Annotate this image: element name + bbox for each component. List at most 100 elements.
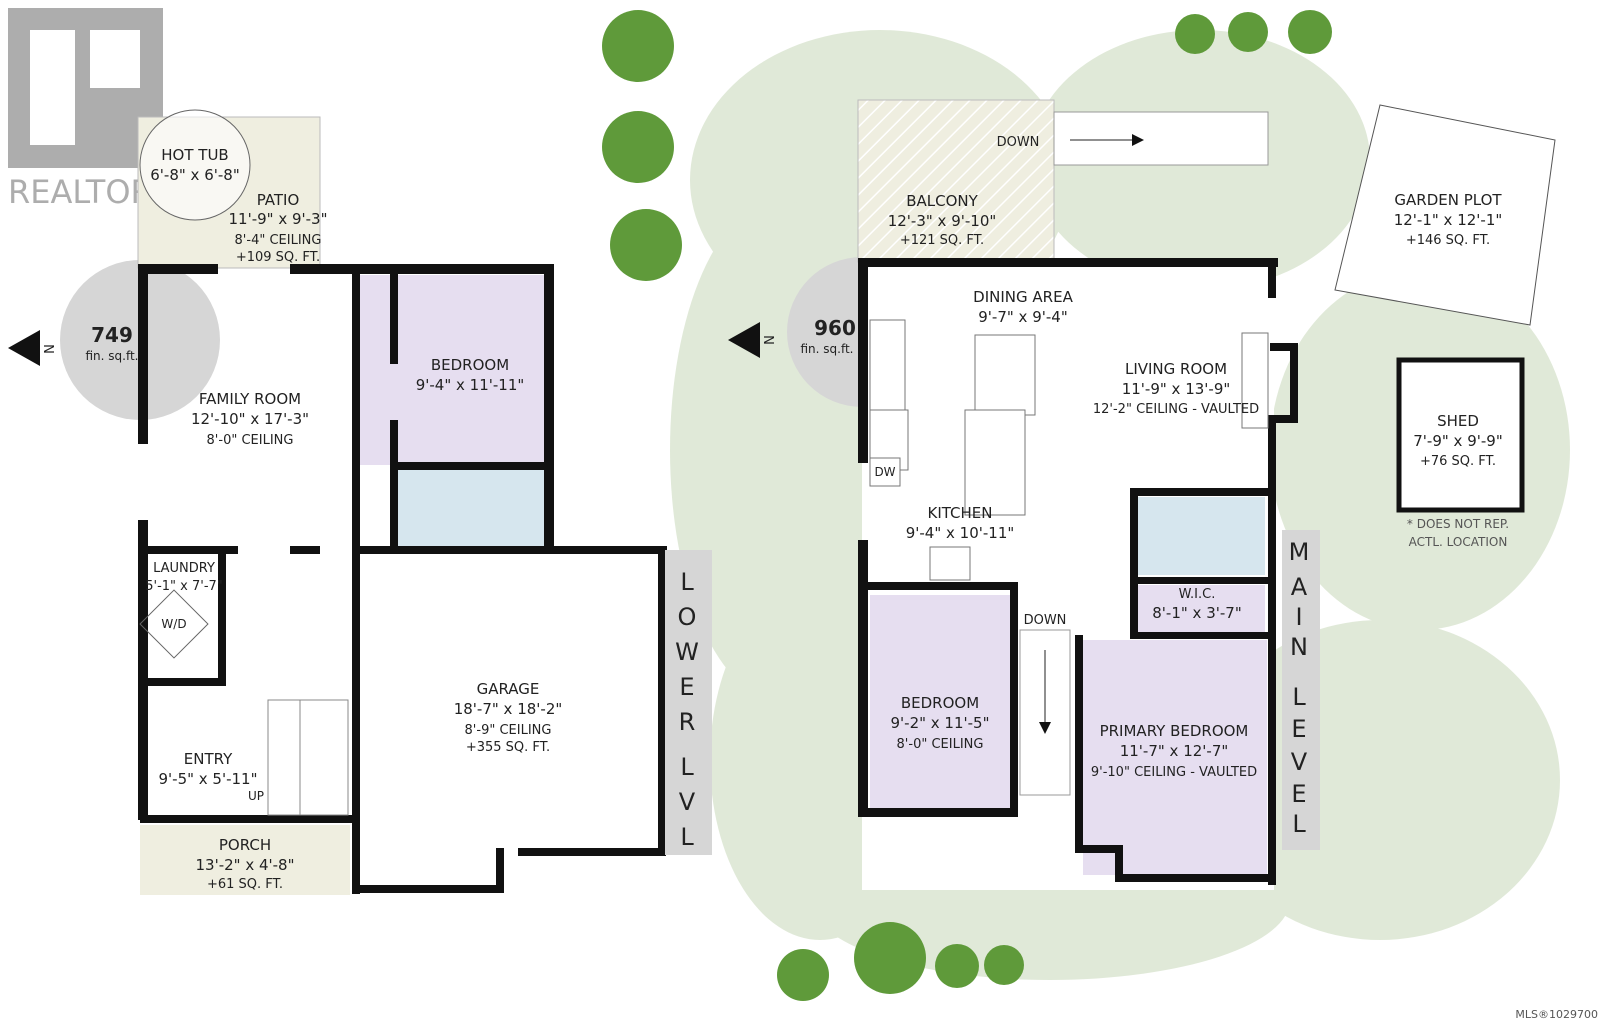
porch (140, 825, 350, 895)
svg-text:L: L (1292, 810, 1307, 838)
trees (602, 10, 1332, 1001)
svg-text:9'-5" x 5'-11": 9'-5" x 5'-11" (158, 770, 257, 788)
room-entry: ENTRY 9'-5" x 5'-11" UP (158, 750, 264, 803)
tree-icon (1228, 12, 1268, 52)
shed: SHED 7'-9" x 9'-9" +76 SQ. FT. * DOES NO… (1396, 357, 1525, 549)
svg-text:18'-7" x 18'-2": 18'-7" x 18'-2" (454, 700, 563, 718)
room-dining-area: DINING AREA 9'-7" x 9'-4" (973, 288, 1073, 326)
tree-icon (1288, 10, 1332, 54)
room-hot-tub: HOT TUB 6'-8" x 6'-8" (150, 146, 239, 184)
wic-area (1137, 585, 1265, 633)
svg-text:11'-9" x 9'-3": 11'-9" x 9'-3" (228, 210, 327, 228)
svg-text:+61 SQ. FT.: +61 SQ. FT. (207, 877, 283, 892)
room-porch: PORCH 13'-2" x 4'-8" +61 SQ. FT. (195, 836, 294, 892)
svg-text:V: V (679, 788, 697, 816)
arrow-icon (1132, 134, 1144, 146)
svg-text:12'-3" x 9'-10": 12'-3" x 9'-10" (888, 212, 997, 230)
svg-text:9'-10" CEILING - VAULTED: 9'-10" CEILING - VAULTED (1091, 765, 1257, 780)
svg-text:DOWN: DOWN (997, 135, 1040, 150)
svg-text:9'-7" x 9'-4": 9'-7" x 9'-4" (978, 308, 1067, 326)
svg-text:BEDROOM: BEDROOM (431, 356, 509, 374)
svg-text:+121 SQ. FT.: +121 SQ. FT. (900, 233, 984, 248)
svg-text:L: L (1292, 683, 1307, 711)
stairs-down-label: DOWN (1024, 613, 1067, 628)
room-kitchen: KITCHEN 9'-4" x 10'-11" (906, 504, 1015, 542)
svg-text:A: A (1291, 573, 1309, 601)
washer-dryer-label: W/D (161, 617, 186, 631)
interior-stairs (1019, 629, 1071, 796)
svg-text:9'-4" x 11'-11": 9'-4" x 11'-11" (416, 376, 525, 394)
room-family-room: FAMILY ROOM 12'-10" x 17'-3" 8'-0" CEILI… (191, 390, 309, 448)
svg-text:PORCH: PORCH (219, 836, 271, 854)
svg-text:12'-1" x 12'-1": 12'-1" x 12'-1" (1394, 211, 1503, 229)
area-unit: fin. sq.ft. (85, 349, 138, 363)
main-level: N 960 fin. sq.ft. (728, 99, 1320, 890)
level-bar (665, 550, 712, 855)
area-unit: fin. sq.ft. (800, 342, 853, 356)
room-living-room: LIVING ROOM 11'-9" x 13'-9" 12'-2" CEILI… (1093, 360, 1259, 417)
kitchen-fixtures (869, 319, 1269, 581)
stairs-up (267, 699, 349, 816)
svg-text:UP: UP (248, 789, 264, 803)
svg-text:9'-2" x 11'-5": 9'-2" x 11'-5" (890, 714, 989, 732)
room-bedroom-main: BEDROOM 9'-2" x 11'-5" 8'-0" CEILING (890, 694, 989, 752)
svg-text:* DOES NOT REP.: * DOES NOT REP. (1407, 517, 1509, 531)
tree-icon (777, 949, 829, 1001)
washer-dryer (139, 589, 209, 659)
svg-text:HOT TUB: HOT TUB (161, 146, 228, 164)
svg-text:L: L (680, 568, 695, 596)
north-label: N (43, 344, 58, 354)
north-arrow-icon (8, 330, 40, 366)
primary-bedroom-area (1083, 640, 1267, 875)
svg-text:+76 SQ. FT.: +76 SQ. FT. (1420, 454, 1496, 469)
bathroom (1137, 497, 1265, 575)
svg-text:BEDROOM: BEDROOM (901, 694, 979, 712)
bedroom-area (870, 595, 1013, 813)
svg-text:12'-10" x 17'-3": 12'-10" x 17'-3" (191, 410, 309, 428)
svg-text:SHED: SHED (1437, 412, 1479, 430)
svg-text:W: W (675, 638, 701, 666)
svg-text:GARDEN PLOT: GARDEN PLOT (1394, 191, 1502, 209)
exterior-stairs (1053, 111, 1269, 166)
svg-text:E: E (1291, 715, 1308, 743)
bedroom-area (352, 275, 544, 465)
arrow-icon (1039, 722, 1051, 734)
tree-icon (602, 10, 674, 82)
bathroom (395, 470, 545, 548)
tree-icon (854, 922, 926, 994)
svg-text:DINING AREA: DINING AREA (973, 288, 1073, 306)
tree-icon (935, 944, 979, 988)
svg-text:N: N (1290, 633, 1310, 661)
svg-text:6'-8" x 6'-8": 6'-8" x 6'-8" (150, 166, 239, 184)
svg-text:W.I.C.: W.I.C. (1179, 587, 1216, 602)
room-bedroom-lower: BEDROOM 9'-4" x 11'-11" (416, 356, 525, 394)
svg-text:11'-7" x 12'-7": 11'-7" x 12'-7" (1120, 742, 1229, 760)
svg-text:8'-0" CEILING: 8'-0" CEILING (897, 737, 984, 752)
svg-text:12'-2" CEILING - VAULTED: 12'-2" CEILING - VAULTED (1093, 402, 1259, 417)
svg-text:13'-2" x 4'-8": 13'-2" x 4'-8" (195, 856, 294, 874)
svg-text:FAMILY ROOM: FAMILY ROOM (199, 390, 301, 408)
svg-text:8'-4" CEILING: 8'-4" CEILING (235, 233, 322, 248)
svg-text:ENTRY: ENTRY (184, 750, 233, 768)
svg-text:+146 SQ. FT.: +146 SQ. FT. (1406, 233, 1490, 248)
level-label: M A I N L E V E L (1289, 538, 1310, 838)
svg-text:ACTL. LOCATION: ACTL. LOCATION (1409, 535, 1508, 549)
svg-text:PRIMARY BEDROOM: PRIMARY BEDROOM (1100, 722, 1249, 740)
room-patio: PATIO 11'-9" x 9'-3" 8'-4" CEILING +109 … (228, 191, 327, 265)
mls-number: MLS®1029700 (1515, 1008, 1598, 1021)
svg-text:9'-4" x 10'-11": 9'-4" x 10'-11" (906, 524, 1015, 542)
svg-text:+109 SQ. FT.: +109 SQ. FT. (236, 250, 320, 265)
svg-text:7'-9" x 9'-9": 7'-9" x 9'-9" (1413, 432, 1502, 450)
level-bar (1282, 530, 1320, 850)
room-balcony: DOWN BALCONY 12'-3" x 9'-10" +121 SQ. FT… (888, 135, 1040, 248)
svg-text:LIVING ROOM: LIVING ROOM (1125, 360, 1227, 378)
room-garage: GARAGE 18'-7" x 18'-2" 8'-9" CEILING +35… (454, 680, 563, 755)
room-wic: W.I.C. 8'-1" x 3'-7" (1152, 587, 1241, 622)
balcony (857, 99, 1055, 263)
level-label: L O W E R L V L (675, 568, 701, 851)
svg-text:5'-1" x 7'-7": 5'-1" x 7'-7" (145, 579, 223, 594)
room-laundry: LAUNDRY 5'-1" x 7'-7" (145, 561, 223, 594)
room-primary-bedroom: PRIMARY BEDROOM 11'-7" x 12'-7" 9'-10" C… (1091, 722, 1257, 780)
svg-text:I: I (1295, 603, 1304, 631)
north-label: N (763, 335, 778, 345)
